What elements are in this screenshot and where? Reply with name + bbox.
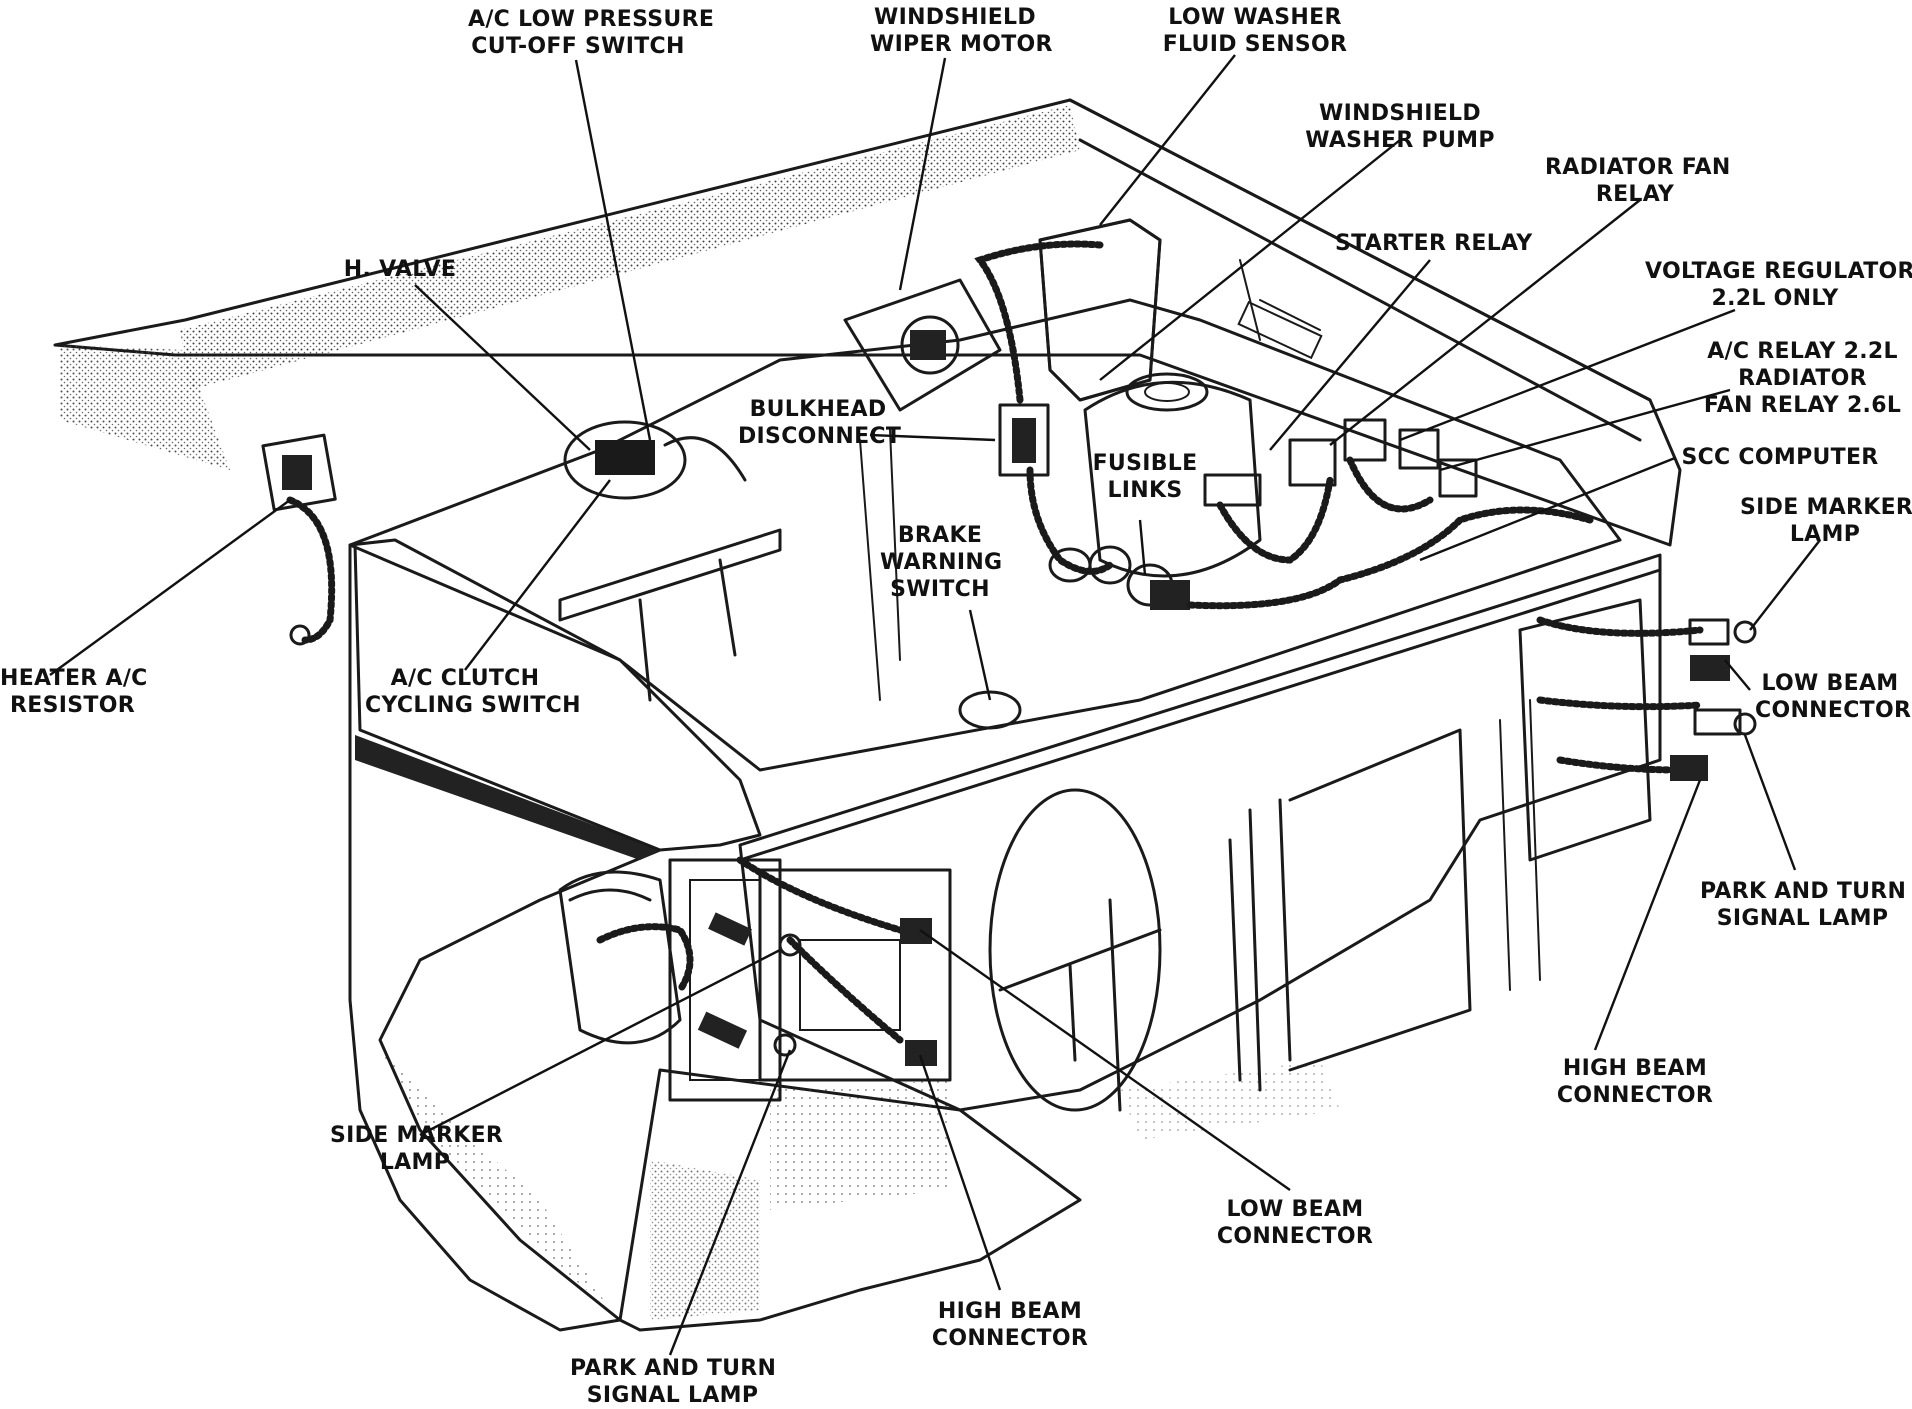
h-valve-assembly <box>563 420 747 500</box>
label-line: BRAKE <box>897 523 983 548</box>
label-line: SWITCH <box>890 577 990 602</box>
label-line: CUT-OFF SWITCH <box>471 34 685 59</box>
label-line: RESISTOR <box>10 693 135 718</box>
left-fender <box>348 538 762 1332</box>
right-lamp-bulbs <box>1518 598 1757 862</box>
label-scc-computer: SCC COMPUTER <box>1680 444 1880 471</box>
label-line: LOW BEAM <box>1226 1197 1364 1222</box>
left-headlamp-assembly <box>558 858 952 1210</box>
label-h-valve: H. VALVE <box>340 256 460 283</box>
label-line: HIGH BEAM <box>937 1299 1083 1324</box>
label-line: DISCONNECT <box>738 424 902 449</box>
label-line: WARNING <box>880 550 1003 575</box>
label-line: A/C RELAY 2.2L <box>1707 339 1898 364</box>
label-line: SIDE MARKER <box>1740 495 1912 520</box>
label-line: PARK AND TURN <box>570 1356 777 1381</box>
label-line: LAMP <box>379 1150 451 1175</box>
label-line: STARTER RELAY <box>1335 231 1533 256</box>
label-line: WASHER PUMP <box>1305 128 1495 153</box>
label-line: A/C CLUTCH <box>390 666 540 691</box>
label-line: SIDE MARKER <box>330 1123 504 1148</box>
label-line: SIGNAL LAMP <box>1716 906 1889 931</box>
label-line: A/C LOW PRESSURE <box>468 7 715 32</box>
label-line: CONNECTOR <box>1216 1224 1374 1249</box>
label-line: HEATER A/C <box>0 666 148 691</box>
label-line: CONNECTOR <box>931 1326 1089 1351</box>
wiring-harness <box>286 240 1704 1044</box>
label-line: CONNECTOR <box>1556 1083 1714 1108</box>
hood-underside-shading <box>180 105 1080 390</box>
fan-shroud-opening <box>988 788 1162 1112</box>
label-line: FLUID SENSOR <box>1162 32 1348 57</box>
label-starter-relay: STARTER RELAY <box>1335 230 1533 257</box>
relay-cluster <box>1203 418 1478 507</box>
engine-bay <box>261 218 1622 772</box>
air-cleaner <box>1083 380 1262 578</box>
label-line: WINDSHIELD <box>1319 101 1481 126</box>
label-line: WINDSHIELD <box>874 5 1036 30</box>
brake-switch-body <box>958 690 1022 730</box>
label-line: WIPER MOTOR <box>870 32 1053 57</box>
label-line: CONNECTOR <box>1755 698 1912 723</box>
wiper-motor <box>843 278 1002 412</box>
label-line: SCC COMPUTER <box>1681 445 1879 470</box>
label-line: HIGH BEAM <box>1562 1056 1708 1081</box>
left-lamp-bulbs <box>697 912 937 1066</box>
label-line: RELAY <box>1595 182 1675 207</box>
label-line: 2.2L ONLY <box>1711 286 1839 311</box>
hood <box>53 98 1682 547</box>
label-line: PARK AND TURN <box>1700 879 1907 904</box>
label-line: SIGNAL LAMP <box>586 1383 759 1408</box>
label-line: RADIATOR FAN <box>1545 155 1731 180</box>
fusible-links-bundle <box>1048 545 1190 610</box>
bulkhead-connector <box>998 403 1050 477</box>
label-line: BULKHEAD <box>749 397 887 422</box>
leader-lines <box>49 54 1821 1356</box>
label-line: LAMP <box>1789 522 1861 547</box>
label-line: LOW WASHER <box>1168 5 1342 30</box>
label-line: H. VALVE <box>343 257 457 282</box>
label-line: VOLTAGE REGULATOR <box>1645 259 1912 284</box>
label-line: RADIATOR <box>1738 366 1867 391</box>
label-line: CYCLING SWITCH <box>365 693 581 718</box>
label-line: FUSIBLE <box>1092 451 1198 476</box>
label-line: FAN RELAY 2.6L <box>1703 393 1902 418</box>
label-line: LOW BEAM <box>1761 671 1899 696</box>
label-line: LINKS <box>1107 478 1183 503</box>
radiator-support <box>618 553 1662 1332</box>
